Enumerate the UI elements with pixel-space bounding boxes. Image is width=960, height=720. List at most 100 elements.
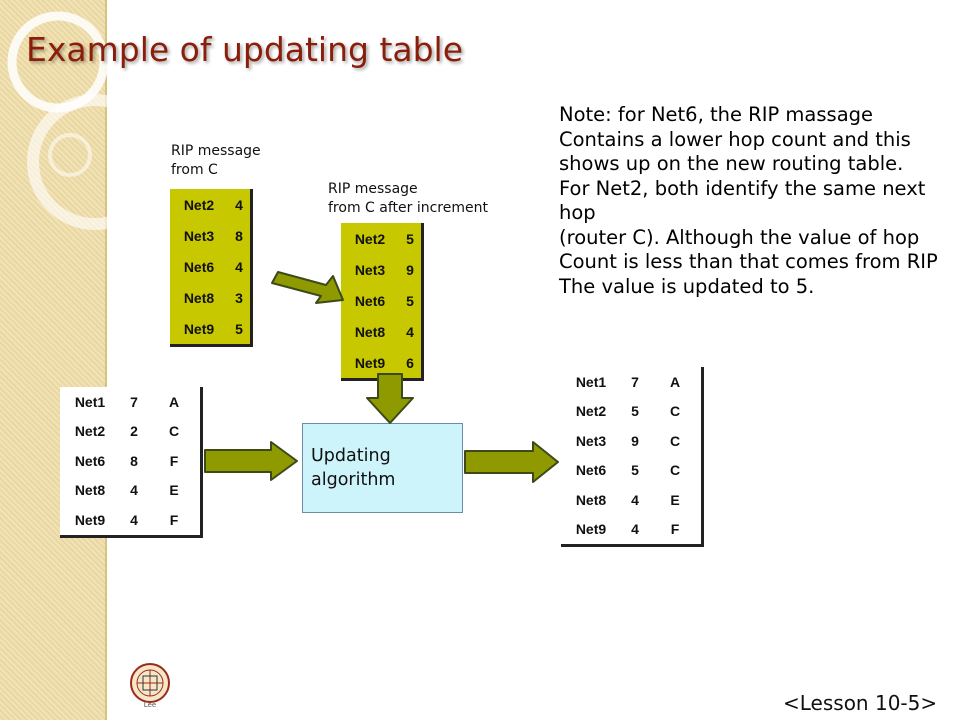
note-line: Count is less than that comes from RIP [559,250,938,273]
table-cell: Net6 [575,462,607,479]
arrow-down-to-algorithm [366,373,414,424]
table-cell: Net3 [354,261,386,278]
table-cell: 7 [130,393,138,410]
table-row: Net8 4 E [561,485,703,515]
table-row: Net3 8 [170,220,252,251]
table-cell: 4 [130,511,138,528]
table-cell: Net8 [354,323,386,340]
table-row: Net8 4 [341,316,423,347]
note-line: hop [559,201,596,224]
table-cell: Net1 [575,373,607,390]
table-cell: E [169,482,179,499]
table-cell: 9 [631,432,639,449]
table-cell: F [169,452,179,469]
caption-line: RIP message [171,143,261,159]
table-cell: 7 [631,373,639,390]
table-cell: Net8 [74,482,106,499]
note-line: Note: for Net6, the RIP massage [559,103,874,126]
updating-algorithm-box: Updating algorithm [302,423,463,513]
table-cell: F [670,521,680,538]
rip-message-table: Net2 4 Net3 8 Net6 4 Net8 3 Net9 5 [170,189,253,347]
table-cell: E [670,491,680,508]
table-cell: Net3 [183,227,215,244]
algorithm-line: Updating [311,446,391,466]
lesson-footer: <Lesson 10-5> [783,691,938,715]
note-line: shows up on the new routing table. [559,152,904,175]
arrow-rip-to-increment [271,271,344,304]
table-cell: 4 [631,491,639,508]
slide-title: Example of updating table [26,30,464,69]
table-cell: Net2 [74,423,106,440]
table-row: Net2 4 [170,189,252,220]
caption-line: from C [171,162,218,178]
table-cell: 5 [631,403,639,420]
table-cell: Net6 [354,292,386,309]
table-cell: Net3 [575,432,607,449]
note-text: Note: for Net6, the RIP massage Contains… [559,103,957,299]
note-line: For Net2, both identify the same next [559,176,926,200]
table-row: Net3 9 [341,254,423,285]
table-cell: 4 [406,323,414,340]
table-cell: 5 [235,320,243,337]
table-cell: C [669,432,681,449]
table-row: Net3 9 C [561,426,703,456]
table-row: Net9 4 F [561,515,703,546]
table-cell: 2 [130,423,138,440]
table-row: Net2 5 [341,223,423,254]
table-cell: 3 [235,289,243,306]
caption-rip-increment: RIP message from C after increment [328,180,488,218]
note-line: The value is updated to 5. [559,274,815,298]
note-line: (router C). Although the value of hop [559,225,920,249]
table-cell: 9 [406,261,414,278]
table-cell: Net9 [575,521,607,538]
table-cell: C [669,462,681,479]
table-row: Net9 4 F [60,505,202,536]
table-cell: Net2 [575,403,607,420]
algorithm-line: algorithm [311,470,396,490]
table-cell: Net9 [354,354,386,371]
table-cell: C [669,403,681,420]
table-cell: Net2 [183,196,215,213]
table-cell: Net8 [575,491,607,508]
table-cell: 5 [406,292,414,309]
table-row: Net1 7 A [561,367,703,397]
table-row: Net9 5 [170,313,252,346]
university-seal-icon: Lee [130,663,170,709]
table-cell: 8 [235,227,243,244]
table-cell: A [669,373,681,390]
table-row: Net2 5 C [561,397,703,427]
table-row: Net8 4 E [60,476,202,506]
arrow-algorithm-to-new [464,441,559,483]
table-row: Net8 3 [170,282,252,313]
caption-line: RIP message [328,181,418,197]
table-cell: F [169,511,179,528]
table-cell: Net9 [183,320,215,337]
rip-incremented-table: Net2 5 Net3 9 Net6 5 Net8 4 Net9 6 [341,223,424,381]
table-cell: 5 [631,462,639,479]
table-row: Net6 4 [170,251,252,282]
table-cell: 8 [130,452,138,469]
table-row: Net6 5 [341,285,423,316]
seal-label: Lee [144,701,156,709]
table-cell: 6 [406,354,414,371]
caption-rip-message: RIP message from C [171,142,261,180]
table-row: Net9 6 [341,347,423,380]
table-cell: Net6 [183,258,215,275]
table-cell: A [168,393,180,410]
table-cell: 4 [235,196,243,213]
table-cell: 5 [406,230,414,247]
table-cell: 4 [130,482,138,499]
table-cell: Net8 [183,289,215,306]
note-line: Contains a lower hop count and this [559,127,911,151]
side-band-divider [105,0,107,720]
table-cell: 4 [631,521,639,538]
table-cell: Net2 [354,230,386,247]
table-cell: Net9 [74,511,106,528]
arrow-old-to-algorithm [204,441,298,481]
table-cell: 4 [235,258,243,275]
